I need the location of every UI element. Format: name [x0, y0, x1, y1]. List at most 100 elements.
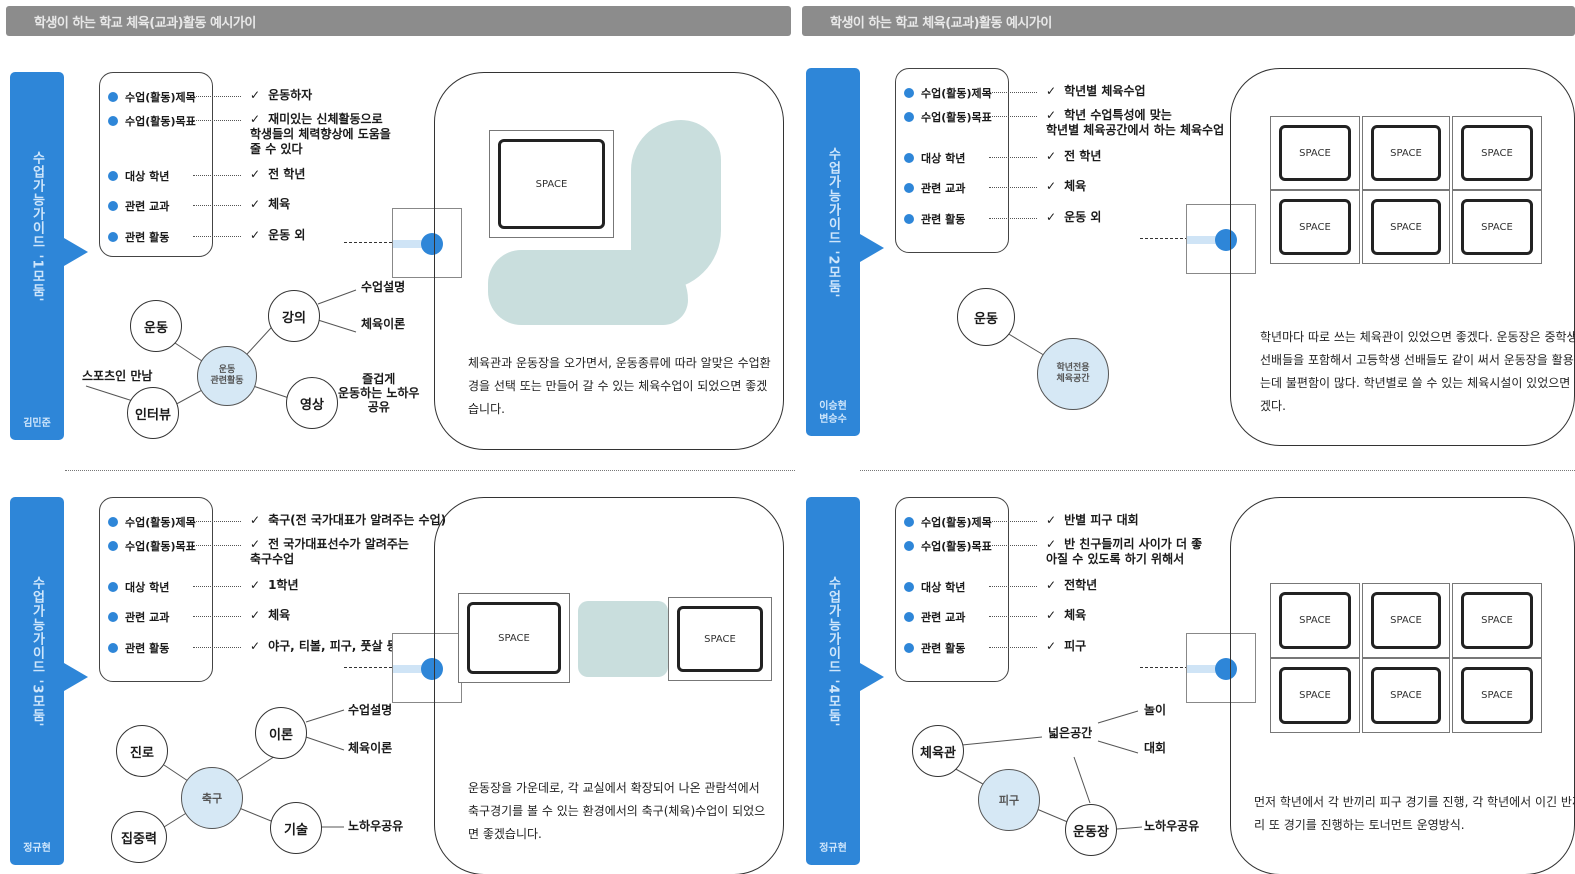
bullet-icon — [108, 612, 118, 622]
field-goal: 수업(활동)목표 — [904, 538, 1037, 554]
check-icon: ✓ — [250, 608, 261, 622]
word-knowhow: 노하우공유 — [348, 819, 404, 833]
dashed-connector — [1140, 238, 1188, 239]
side-tab: 수업가능가이드 '3모둠' 정규현 — [10, 497, 88, 865]
field-goal: 수업(활동)목표 — [108, 538, 241, 554]
value-activity: ✓운동 외 — [250, 228, 306, 242]
space-card: SPACE — [668, 597, 772, 681]
bullet-icon — [108, 92, 118, 102]
check-icon: ✓ — [1046, 179, 1057, 193]
space-card: SPACE — [1270, 190, 1360, 264]
value-grade: ✓전 학년 — [250, 167, 306, 181]
hub-topic: 학년전용 체육공간 — [1037, 338, 1109, 410]
bubble-gym: 체육관 — [912, 725, 964, 777]
bullet-icon — [108, 232, 118, 242]
field-subject: 관련 교과 — [904, 180, 1037, 196]
space-card: SPACE — [458, 593, 570, 683]
value-title: ✓운동하자 — [250, 88, 313, 102]
mindmap-lines — [951, 710, 1143, 830]
check-icon: ✓ — [250, 167, 261, 181]
value-subject: ✓체육 — [250, 608, 291, 622]
bubble-exercise: 운동 — [957, 288, 1015, 346]
check-icon: ✓ — [250, 537, 261, 551]
check-icon: ✓ — [1046, 608, 1057, 622]
bubble-focus: 집중력 — [111, 811, 167, 863]
field-subject: 관련 교과 — [108, 609, 241, 625]
connector-node — [1186, 633, 1256, 703]
space-grid: SPACE SPACE SPACE SPACE SPACE SPACE — [1270, 116, 1542, 264]
hub-topic: 운동 관련활동 — [197, 346, 257, 406]
value-subject: ✓체육 — [250, 197, 291, 211]
value-subject: ✓체육 — [1046, 179, 1087, 193]
panel-4: 수업가능가이드 '4모둠' 정규현 수업(활동)제목 수업(활동)목표 대상 학… — [802, 497, 1575, 874]
field-title: 수업(활동)제목 — [108, 514, 241, 530]
value-activity: ✓피구 — [1046, 639, 1087, 653]
side-author: 이승현 변승수 — [819, 401, 847, 425]
check-icon: ✓ — [1046, 149, 1057, 163]
section-divider-left — [65, 470, 795, 471]
bubble-career: 진로 — [116, 725, 168, 777]
check-icon: ✓ — [1046, 578, 1057, 592]
value-title: ✓축구(전 국가대표가 알려주는 수업) — [250, 513, 447, 527]
header-bar-left: 학생이 하는 학교 체육(교과)활동 예시가이 — [6, 6, 791, 36]
side-title: 수업가능가이드 '2모둠' — [825, 147, 841, 299]
header-title-right: 학생이 하는 학교 체육(교과)활동 예시가이 — [830, 16, 1052, 31]
space-card: SPACE — [489, 130, 614, 238]
space-card: SPACE — [1452, 583, 1542, 658]
check-icon: ✓ — [1046, 537, 1057, 551]
dot-icon — [421, 233, 443, 255]
check-icon: ✓ — [250, 112, 261, 126]
space-card: SPACE — [1362, 190, 1450, 264]
value-subject: ✓체육 — [1046, 608, 1087, 622]
scene-description: 학년마다 따로 쓰는 체육관이 있었으면 좋겠다. 운동장은 중학생 선배들을 … — [1260, 330, 1575, 413]
bullet-icon — [108, 171, 118, 181]
field-subject: 관련 교과 — [108, 198, 241, 214]
field-goal: 수업(활동)목표 — [904, 109, 1037, 125]
field-grade: 대상 학년 — [904, 150, 1037, 166]
space-card: SPACE — [1452, 190, 1542, 264]
value-title: ✓학년별 체육수업 — [1046, 84, 1146, 98]
section-divider-right — [860, 470, 1575, 471]
check-icon: ✓ — [250, 228, 261, 242]
scene-description: 운동장을 가운데로, 각 교실에서 확장되어 나온 관람석에서 축구경기를 볼 … — [468, 781, 766, 841]
side-title: 수업가능가이드 '4모둠' — [825, 576, 841, 728]
check-icon: ✓ — [250, 578, 261, 592]
hub-topic: 피구 — [978, 769, 1040, 831]
side-author: 김민준 — [23, 418, 51, 429]
bubble-video: 영상 — [286, 377, 338, 429]
space-card: SPACE — [1362, 658, 1450, 733]
value-goal: ✓학년 수업특성에 맞는 학년별 체육공간에서 하는 체육수업 — [1046, 108, 1225, 137]
dashed-connector — [344, 667, 392, 668]
space-grid: SPACE SPACE SPACE SPACE SPACE SPACE — [1270, 583, 1542, 733]
info-box — [99, 72, 213, 257]
side-tab: 수업가능가이드 '1모둠' 김민준 — [10, 72, 88, 440]
side-tab: 수업가능가이드 '4모둠' 정규현 — [806, 497, 884, 865]
connector-node — [392, 208, 462, 278]
side-tab: 수업가능가이드 '2모둠' 이승현 변승수 — [806, 68, 884, 436]
header-bar-right: 학생이 하는 학교 체육(교과)활동 예시가이 — [802, 6, 1575, 36]
field-activity: 관련 활동 — [108, 640, 241, 656]
space-card: SPACE — [1362, 116, 1450, 190]
value-activity: ✓운동 외 — [1046, 210, 1102, 224]
check-icon: ✓ — [1046, 108, 1057, 122]
panel-2: 수업가능가이드 '2모둠' 이승현 변승수 수업(활동)제목 수업(활동)목표 … — [802, 68, 1575, 468]
field-grade: 대상 학년 — [108, 579, 241, 595]
info-box — [895, 68, 1009, 253]
check-icon: ✓ — [250, 639, 261, 653]
bullet-icon — [904, 88, 914, 98]
field-title: 수업(활동)제목 — [904, 85, 1037, 101]
check-icon: ✓ — [1046, 210, 1057, 224]
side-title: 수업가능가이드 '1모둠' — [29, 151, 45, 303]
path-blob — [631, 120, 721, 290]
value-goal: ✓반 친구들끼리 사이가 더 좋 아질 수 있도록 하기 위해서 — [1046, 537, 1203, 566]
bullet-icon — [904, 112, 914, 122]
bubble-field: 운동장 — [1065, 804, 1117, 856]
word-athlete-meet: 스포츠인 만남 — [82, 369, 153, 383]
word-play: 놀이 — [1144, 703, 1167, 717]
word-knowhow: 노하우공유 — [1144, 819, 1200, 833]
bubble-theory: 이론 — [255, 707, 307, 759]
bullet-icon — [904, 643, 914, 653]
field-title: 수업(활동)제목 — [108, 89, 241, 105]
field-activity: 관련 활동 — [108, 229, 241, 245]
word-class-desc: 수업설명 — [348, 703, 393, 717]
